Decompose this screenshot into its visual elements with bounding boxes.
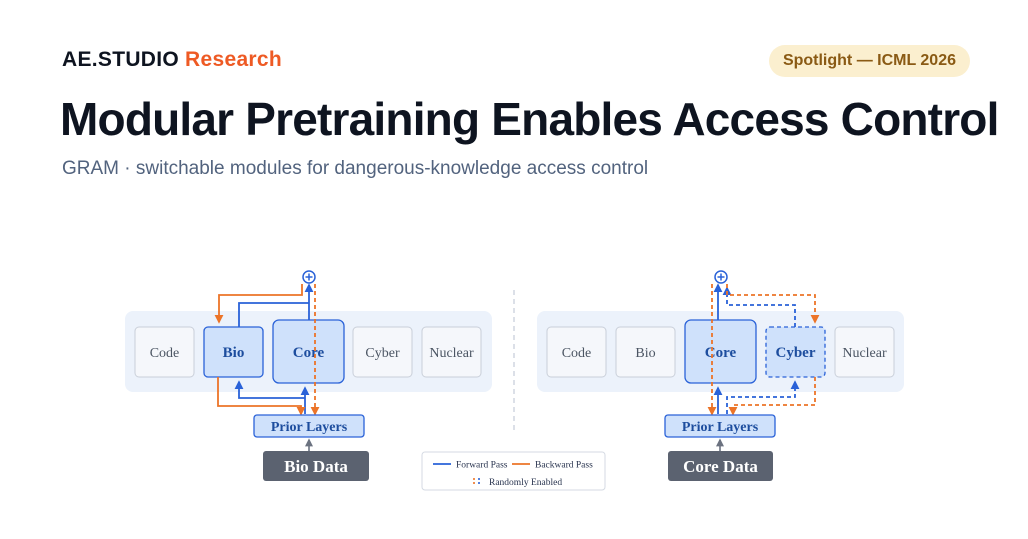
module-nuclear bbox=[421, 326, 482, 378]
legend-random-label: Randomly Enabled bbox=[489, 478, 562, 488]
module-label: Bio bbox=[635, 346, 655, 361]
module-label: Code bbox=[150, 346, 180, 361]
module-bio bbox=[615, 326, 676, 378]
data-source-box bbox=[263, 451, 369, 481]
page-subtitle: GRAM · switchable modules for dangerous-… bbox=[62, 158, 649, 179]
legend-backward-label: Backward Pass bbox=[535, 461, 593, 471]
plus-circle-icon bbox=[714, 270, 728, 284]
module-label: Core bbox=[705, 345, 737, 361]
module-label: Core bbox=[293, 345, 325, 361]
random-forward-arrows bbox=[722, 286, 800, 414]
module-bio bbox=[203, 326, 264, 378]
prior-layers-label: Prior Layers bbox=[682, 420, 759, 435]
page-title: Modular Pretraining Enables Access Contr… bbox=[60, 93, 999, 145]
left-diagram: Code Bio Core Cyber Nuclear Prio bbox=[125, 270, 492, 481]
plus-circle-icon bbox=[302, 270, 316, 284]
legend: Forward Pass Backward Pass Randomly Enab… bbox=[421, 451, 606, 491]
venue-badge: Spotlight — ICML 2026 bbox=[768, 45, 970, 77]
module-label: Cyber bbox=[365, 346, 400, 361]
brand-suffix: Research bbox=[185, 48, 283, 71]
module-label: Bio bbox=[223, 345, 245, 361]
module-core bbox=[684, 319, 757, 384]
module-label: Code bbox=[562, 346, 592, 361]
module-cyber bbox=[352, 326, 413, 378]
legend-forward-label: Forward Pass bbox=[456, 461, 508, 471]
module-label: Cyber bbox=[776, 345, 816, 361]
module-code bbox=[134, 326, 195, 378]
random-backward-arrows bbox=[707, 284, 820, 416]
module-label: Nuclear bbox=[429, 346, 474, 361]
brand-name: AE.STUDIO bbox=[62, 48, 180, 71]
module-label: Nuclear bbox=[842, 346, 887, 361]
prior-layers-box bbox=[253, 414, 365, 438]
prior-layers-box bbox=[664, 414, 776, 438]
module-cyber bbox=[765, 326, 826, 378]
legend-box bbox=[421, 451, 606, 491]
module-nuclear bbox=[834, 326, 895, 378]
module-code bbox=[546, 326, 607, 378]
right-diagram: Code Bio Core Cyber Nuclear bbox=[537, 270, 904, 481]
backward-pass-arrows bbox=[214, 284, 320, 416]
data-source-label: Core Data bbox=[683, 457, 758, 476]
data-source-box bbox=[668, 451, 773, 481]
data-source-label: Bio Data bbox=[284, 457, 348, 476]
prior-layers-label: Prior Layers bbox=[271, 420, 348, 435]
